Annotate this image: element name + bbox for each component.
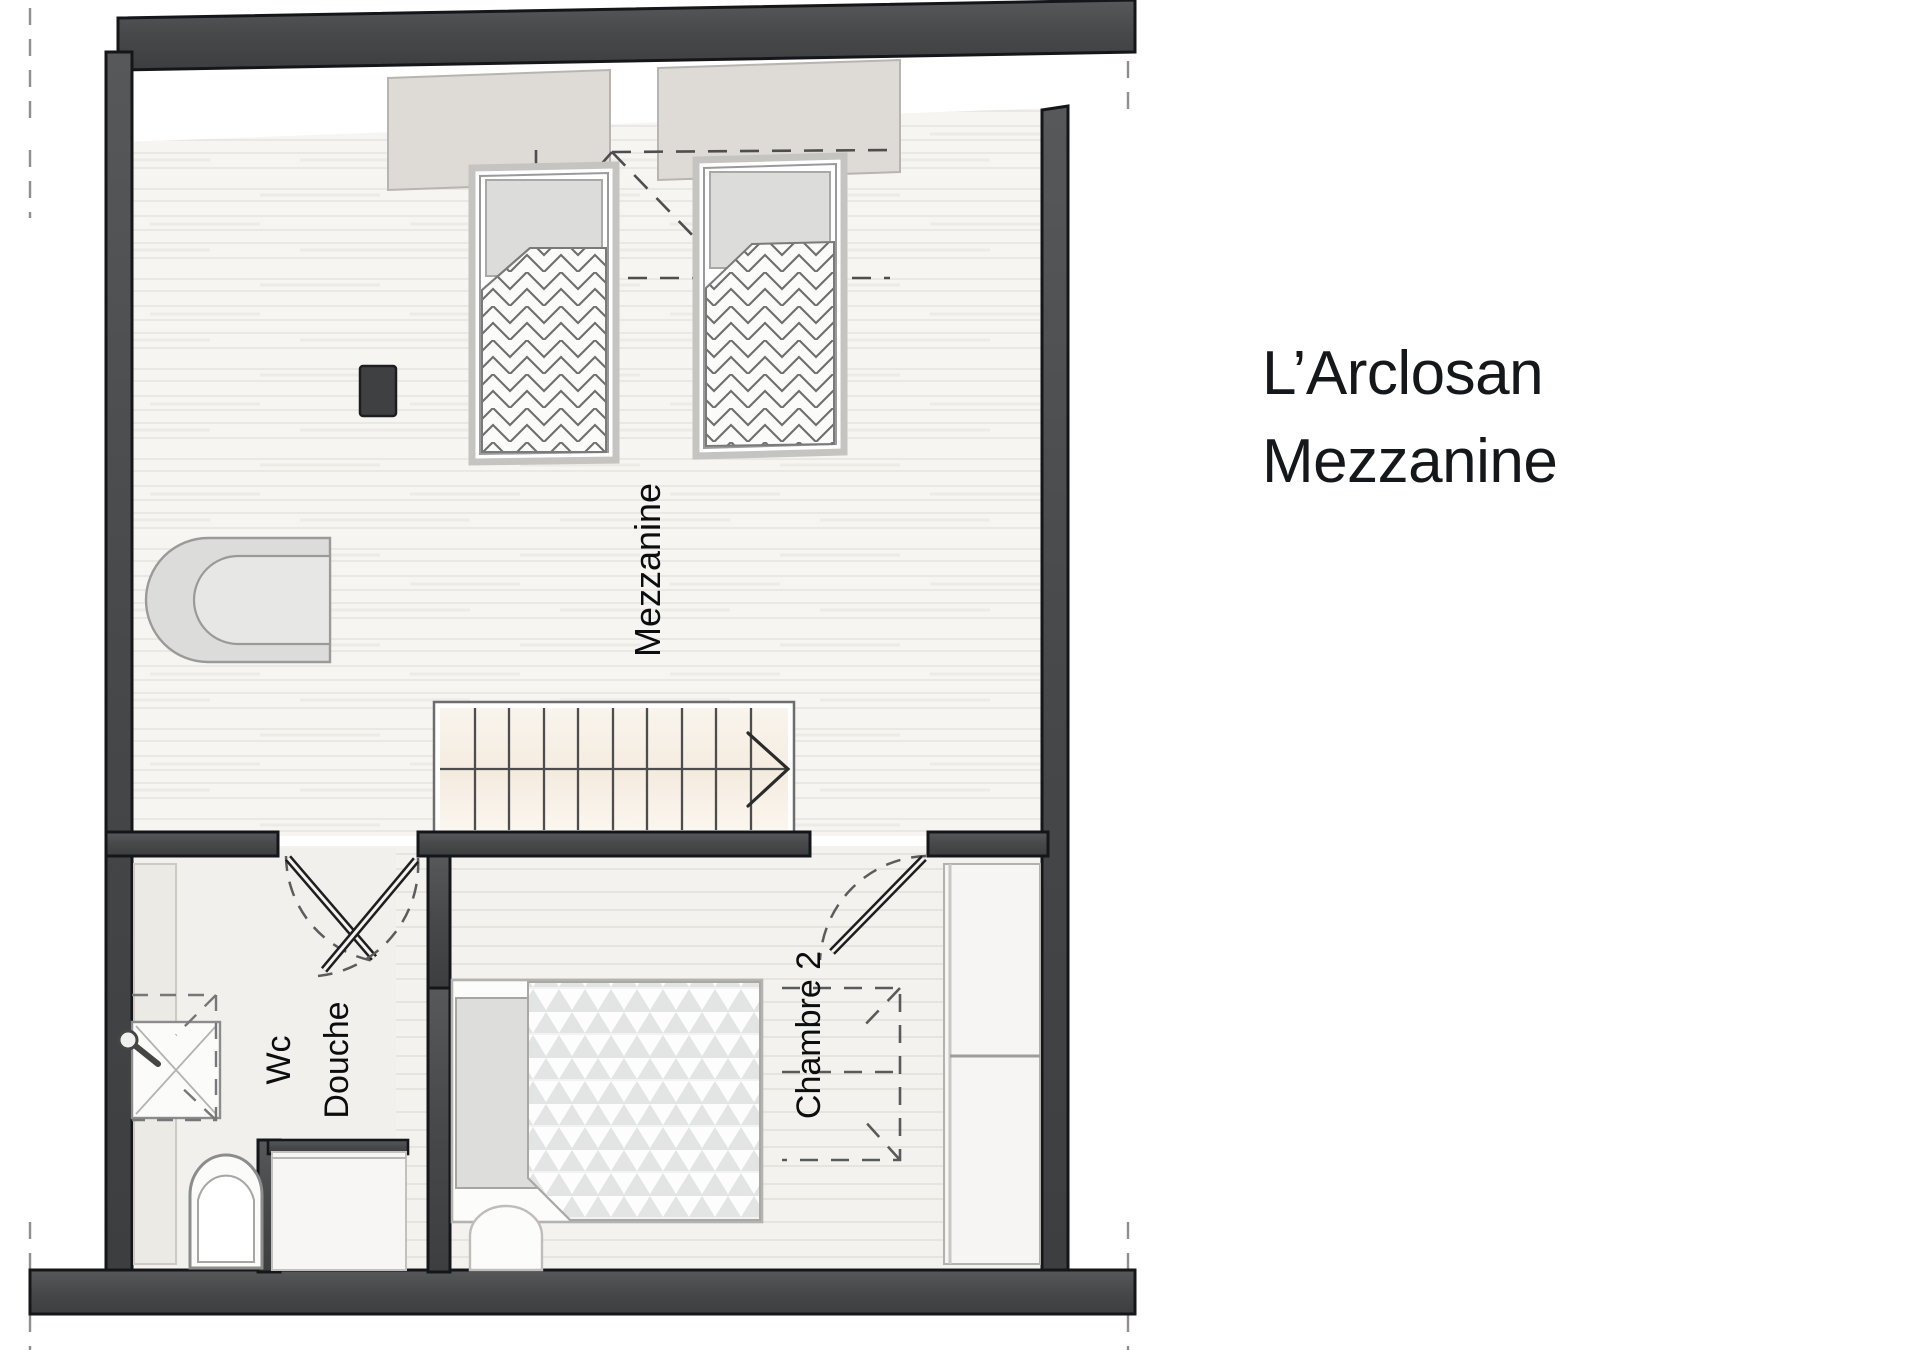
wall-partition-right (926, 830, 1050, 858)
sink-niche-dashed (132, 993, 218, 1122)
wall-right (1040, 104, 1070, 1272)
bed-right (692, 152, 848, 460)
chambre2-furniture (450, 863, 1041, 1272)
door-chambre2 (818, 854, 927, 961)
room-label-mezzanine: Mezzanine (627, 483, 668, 657)
bathroom-fixtures (117, 863, 407, 1271)
wardrobe (943, 863, 1041, 1265)
room-label-douche: Douche (318, 1001, 356, 1118)
door-douche (317, 857, 420, 978)
chambre2-slope-dashed (782, 986, 902, 1162)
toilet (188, 1153, 264, 1270)
shower-tray (271, 1151, 407, 1271)
armchair (144, 536, 332, 664)
wall-left (104, 50, 134, 1272)
project-title: L’Arclosan (1262, 339, 1544, 408)
bed-left (468, 161, 620, 466)
wall-bottom (28, 1268, 1137, 1316)
wall-partition-left (104, 830, 280, 858)
room-label-wc: Wc (260, 1035, 298, 1084)
staircase (432, 700, 796, 837)
wall-partition-mid (416, 830, 812, 858)
walls (28, 0, 1137, 1316)
side-table (358, 364, 398, 418)
sink (117, 1020, 222, 1120)
stair-direction-arrow (746, 731, 791, 808)
door-wc (284, 855, 381, 964)
room-label-chambre-2: Chambre 2 (790, 951, 828, 1119)
doors (284, 854, 927, 978)
level-title: Mezzanine (1262, 427, 1558, 497)
title-block: L’Arclosan Mezzanine (1262, 330, 1822, 506)
wall-chambre-left (426, 986, 452, 1274)
bedside-object (468, 1204, 544, 1272)
room-labels: Mezzanine Wc Douche Chambre 2 (260, 483, 828, 1119)
wall-chambre-left-upper (426, 854, 452, 990)
